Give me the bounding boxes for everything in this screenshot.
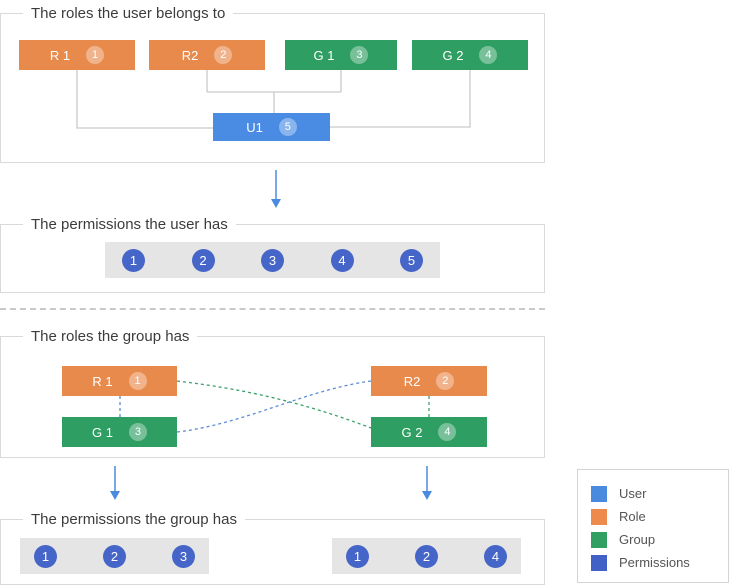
node-label: R 1 bbox=[92, 373, 113, 389]
user-permissions-bar: 1 2 3 4 5 bbox=[105, 242, 440, 278]
section-title-group-roles: The roles the group has bbox=[23, 327, 198, 346]
group-color-swatch bbox=[591, 531, 607, 548]
section-title-group-permissions: The permissions the group has bbox=[23, 510, 245, 529]
legend-item-role: Role bbox=[591, 505, 728, 528]
permission-circle: 1 bbox=[122, 248, 145, 272]
node-label: G 1 bbox=[92, 424, 113, 440]
group-node-g1-group: G 1 3 bbox=[62, 417, 177, 447]
node-badge: 4 bbox=[438, 423, 457, 441]
node-badge: 5 bbox=[278, 118, 297, 136]
node-label: U1 bbox=[246, 119, 263, 135]
permission-circle: 3 bbox=[261, 248, 284, 272]
node-badge: 3 bbox=[128, 423, 147, 441]
node-label: R2 bbox=[403, 373, 421, 389]
legend: User Role Group Permissions bbox=[577, 469, 729, 583]
legend-label: Role bbox=[619, 509, 646, 524]
group-g1-permissions-bar: 1 2 3 bbox=[20, 538, 209, 574]
permission-circle: 2 bbox=[415, 544, 438, 568]
permission-circle: 1 bbox=[34, 544, 57, 568]
legend-item-permissions: Permissions bbox=[591, 551, 728, 574]
node-label: R2 bbox=[181, 47, 199, 63]
role-node-r1: R 1 1 bbox=[19, 40, 135, 70]
group-g2-permissions-bar: 1 2 4 bbox=[332, 538, 521, 574]
node-badge: 1 bbox=[86, 46, 105, 64]
arrow-g2-to-permissions-head bbox=[422, 491, 432, 500]
group-node-g2: G 2 4 bbox=[412, 40, 528, 70]
legend-item-group: Group bbox=[591, 528, 728, 551]
section-title-user-roles: The roles the user belongs to bbox=[23, 4, 234, 23]
user-color-swatch bbox=[591, 485, 607, 502]
permission-circle: 2 bbox=[191, 248, 215, 272]
legend-label: Permissions bbox=[619, 555, 690, 570]
permission-circle: 1 bbox=[346, 544, 369, 568]
legend-item-user: User bbox=[591, 482, 728, 505]
node-badge: 4 bbox=[479, 46, 498, 64]
permissions-color-swatch bbox=[591, 554, 607, 571]
dashed-divider bbox=[0, 308, 545, 310]
arrow-g1-to-permissions-head bbox=[110, 491, 120, 500]
permission-circle: 5 bbox=[400, 248, 423, 272]
node-badge: 1 bbox=[128, 372, 147, 390]
section-group-permissions: The permissions the group has bbox=[0, 510, 545, 585]
permission-circle: 3 bbox=[172, 544, 195, 568]
node-badge: 2 bbox=[214, 46, 233, 64]
role-node-r2: R2 2 bbox=[149, 40, 265, 70]
group-node-g2-group: G 2 4 bbox=[371, 417, 487, 447]
section-title-user-permissions: The permissions the user has bbox=[23, 215, 236, 234]
role-node-r1-group: R 1 1 bbox=[62, 366, 177, 396]
arrow-user-to-permissions-head bbox=[271, 199, 281, 208]
permission-circle: 4 bbox=[330, 248, 354, 272]
permission-circle: 2 bbox=[103, 544, 126, 568]
node-label: G 2 bbox=[442, 47, 464, 63]
legend-label: Group bbox=[619, 532, 656, 547]
node-label: G 1 bbox=[313, 47, 335, 63]
legend-label: User bbox=[619, 486, 647, 501]
node-label: G 2 bbox=[401, 424, 423, 440]
node-badge: 2 bbox=[436, 372, 455, 390]
user-node-u1: U1 5 bbox=[213, 113, 330, 141]
group-node-g1: G 1 3 bbox=[285, 40, 397, 70]
node-badge: 3 bbox=[350, 46, 369, 64]
role-color-swatch bbox=[591, 508, 607, 525]
role-node-r2-group: R2 2 bbox=[371, 366, 487, 396]
permission-circle: 4 bbox=[484, 544, 507, 568]
node-label: R 1 bbox=[49, 47, 71, 63]
